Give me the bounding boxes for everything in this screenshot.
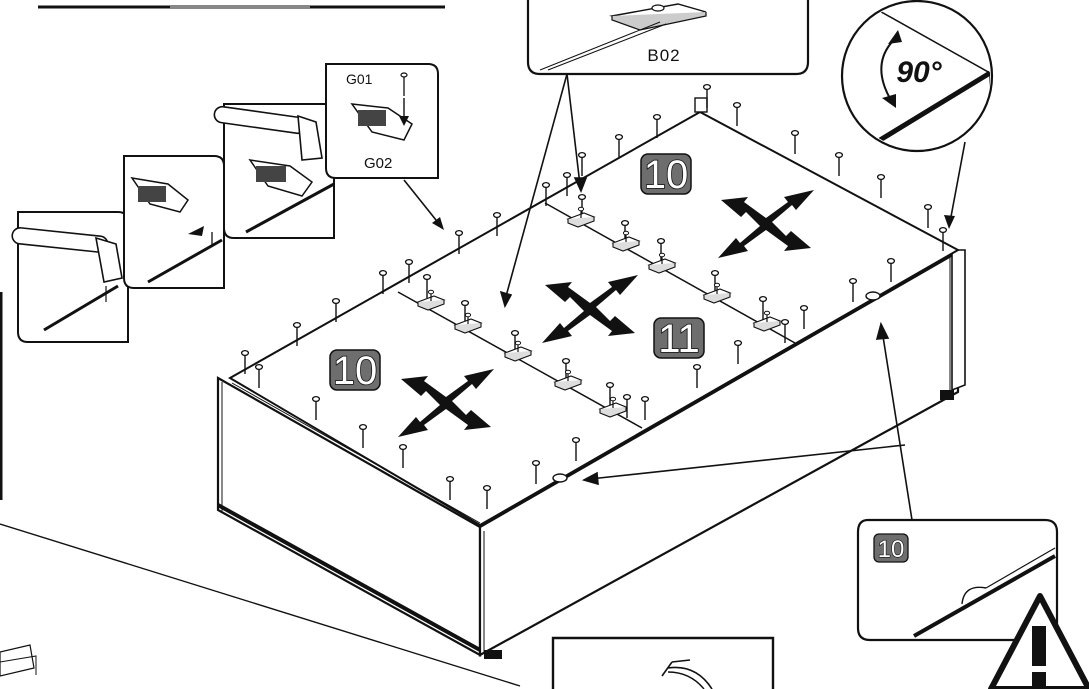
panel-badge-center: 11 bbox=[653, 316, 705, 362]
hammer-pointer-line bbox=[403, 179, 444, 230]
connector-label: B02 bbox=[647, 46, 680, 65]
panel-badge-left: 10 bbox=[329, 348, 381, 394]
notch-detail-callout: 10 bbox=[856, 518, 1059, 642]
hammer-step-3 bbox=[213, 103, 335, 239]
callout-pointer-lines bbox=[499, 73, 588, 309]
svg-text:10: 10 bbox=[644, 153, 689, 197]
notch-pointer-lines bbox=[581, 321, 913, 521]
cropped-left-frame bbox=[0, 292, 521, 687]
rotate-detail-callout bbox=[551, 636, 775, 689]
detail-badge: 10 bbox=[878, 536, 905, 563]
rotate-arrow-icon bbox=[661, 659, 713, 689]
angle-pointer-line bbox=[944, 141, 966, 229]
clip-label: G02 bbox=[364, 155, 392, 172]
hammer-step-2 bbox=[123, 155, 225, 289]
panel-badge-right: 10 bbox=[640, 152, 692, 198]
svg-text:10: 10 bbox=[333, 349, 378, 393]
svg-text:11: 11 bbox=[658, 317, 700, 361]
hammer-step-4: G01 G02 bbox=[325, 63, 439, 179]
angle-detail-callout: 90° bbox=[840, 0, 994, 153]
warning-triangle-icon bbox=[988, 593, 1089, 689]
connector-detail-callout: B02 bbox=[526, 0, 810, 76]
hammer-step-1 bbox=[11, 211, 129, 343]
nail-label: G01 bbox=[346, 71, 373, 87]
angle-label: 90° bbox=[896, 56, 942, 89]
